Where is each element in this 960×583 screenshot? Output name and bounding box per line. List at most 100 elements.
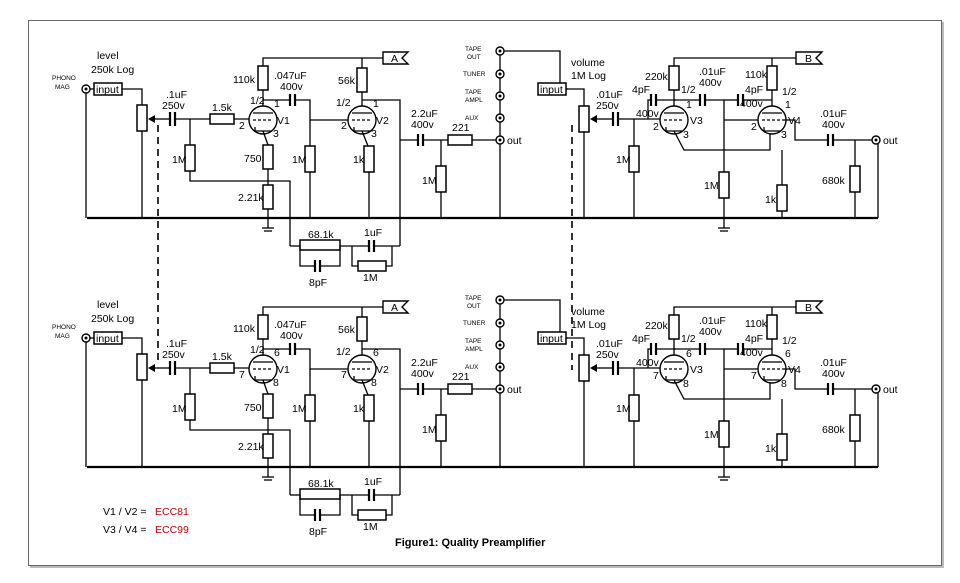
r-grid-v4-label: 1M xyxy=(704,180,719,192)
eq-r2-label: 1M xyxy=(363,272,378,284)
input-label: input xyxy=(96,333,119,345)
c-couple2-voltage: 400v xyxy=(699,326,723,338)
eq-cap-left xyxy=(299,246,315,267)
level-value: 250k Log xyxy=(91,64,134,76)
r-grid-stop xyxy=(209,113,235,125)
volume-top-wire xyxy=(566,88,585,106)
r-feedback-label: 2.21k xyxy=(238,192,264,204)
level-pot-wiper xyxy=(148,115,155,123)
jack-dot-5 xyxy=(498,138,502,142)
eq-r2-label: 1M xyxy=(363,521,378,533)
v2-grid-pin: 2 xyxy=(341,120,347,132)
volume-value: 1M Log xyxy=(571,70,606,82)
eq-r2-right xyxy=(386,495,393,516)
c-couple2-voltage: 400v xyxy=(699,77,723,89)
v3-plate-pin: 1 xyxy=(686,99,692,111)
c-v4-voltage: 400v xyxy=(740,98,764,110)
c-out-value: 2.2uF xyxy=(411,108,438,120)
v4-grid-pin: 2 xyxy=(751,121,757,133)
v3-cathode-pin: 3 xyxy=(683,129,689,141)
rail-b-label: B xyxy=(805,53,812,65)
r-plate-v1 xyxy=(257,314,269,340)
eq-r2 xyxy=(357,260,387,272)
r-plate-v3 xyxy=(668,314,680,340)
final-wire xyxy=(782,368,828,390)
c-v3-value: 4pF xyxy=(632,84,650,96)
rail-a-tag xyxy=(382,300,410,314)
r-plate-v4-label: 110k xyxy=(745,318,768,330)
r-plate-v4 xyxy=(766,314,778,340)
eq-r2-left xyxy=(351,246,358,267)
c-couple-value: .047uF xyxy=(274,319,307,331)
final-out-jack-dot xyxy=(874,387,878,391)
b-plus-b xyxy=(673,306,796,315)
volume-label: volume xyxy=(571,57,605,69)
feedback-node-wire xyxy=(268,180,291,246)
out-label: out xyxy=(507,135,522,147)
eq-c-label: 1uF xyxy=(364,227,382,239)
v4-grid-pin: 7 xyxy=(751,370,757,382)
volume-pot-wiper xyxy=(590,115,597,123)
volume-pot xyxy=(578,354,590,382)
r-grid-stop-label: 1.5k xyxy=(212,351,233,363)
r-plate-v2-label: 56k xyxy=(338,75,356,87)
v3-cathode-pin: 8 xyxy=(683,378,689,390)
tape-ampl-label-2: AMPL xyxy=(465,346,483,353)
r-plate-v2-label: 56k xyxy=(338,324,356,336)
r-plate-v1-label: 110k xyxy=(233,74,256,86)
tape-out-label-2: OUT xyxy=(467,303,481,310)
rail-a-label: A xyxy=(391,302,398,314)
v1-plate-pin: 6 xyxy=(274,347,280,359)
v1-cathode xyxy=(254,127,271,132)
v1-cathode-pin: 3 xyxy=(273,128,279,140)
jack-dot-4 xyxy=(498,116,502,120)
v2-grid-wire xyxy=(295,99,350,121)
r-grid-v4-label: 1M xyxy=(704,429,719,441)
c-in2-value: .01uF xyxy=(596,338,623,350)
tape-ampl-label-2: AMPL xyxy=(465,97,483,104)
tuner-label: TUNER xyxy=(463,71,486,78)
r-grid-v3-label: 1M xyxy=(616,154,631,166)
r-cathode-v1 xyxy=(262,144,274,170)
r-grid-stop xyxy=(209,362,235,374)
volume-input-label: input xyxy=(540,84,563,96)
shared-cathode-wire xyxy=(673,130,771,151)
c-in-value: .1uF xyxy=(166,89,187,101)
feedback-node-wire xyxy=(268,429,291,495)
v3-name: V3 xyxy=(690,364,703,376)
shared-cathode-wire xyxy=(673,379,771,400)
rail-a-label: A xyxy=(391,53,398,65)
r-cathode-v4-label: 1k xyxy=(765,443,777,455)
eq-r2 xyxy=(357,509,387,521)
phono-mag-label: MAG xyxy=(55,84,70,91)
v1-name: V1 xyxy=(277,115,290,127)
v2-name: V2 xyxy=(376,364,389,376)
phono-jack-center xyxy=(84,336,88,340)
v1-cathode xyxy=(254,376,271,381)
eq-r-label: 68.1k xyxy=(308,229,334,241)
v2-cathode-pin: 3 xyxy=(371,128,377,140)
v3-cathode xyxy=(665,127,682,132)
c-v3-value: 4pF xyxy=(632,333,650,345)
jack-dot-3 xyxy=(498,343,502,347)
v2-cathode-wire xyxy=(361,379,369,396)
eq-cap-left xyxy=(299,495,315,516)
volume-label: volume xyxy=(571,306,605,318)
r-out xyxy=(447,383,473,395)
c-final-value: .01uF xyxy=(820,357,847,369)
v1-cathode-pin: 8 xyxy=(273,377,279,389)
r-final-label: 680k xyxy=(822,175,846,187)
r-out-label: 221 xyxy=(452,122,470,134)
c-in2-value: .01uF xyxy=(596,89,623,101)
eq-r-label: 68.1k xyxy=(308,478,334,490)
v4-cathode-pin: 8 xyxy=(781,378,787,390)
tape-out-label-2: OUT xyxy=(467,54,481,61)
r-final xyxy=(849,165,861,193)
rail-b-label: B xyxy=(805,302,812,314)
c-out-value: 2.2uF xyxy=(411,357,438,369)
v2-grid-wire xyxy=(295,348,350,370)
jack-dot-4 xyxy=(498,365,502,369)
v3-plate-pin: 6 xyxy=(686,348,692,360)
